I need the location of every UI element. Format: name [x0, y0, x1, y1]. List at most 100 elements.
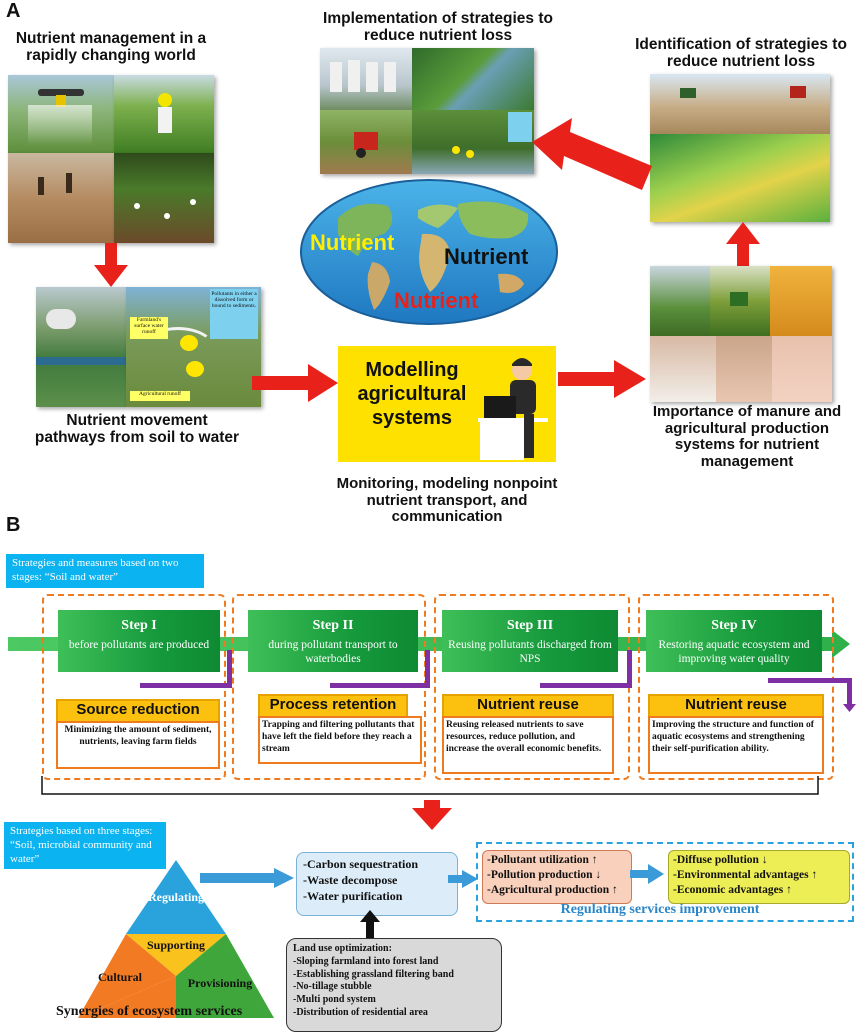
step-2-header: Step II during pollutant transport to wa…: [248, 610, 418, 672]
right-arrow-to-manure: [558, 360, 646, 398]
bracket: [41, 776, 819, 795]
drone-sprayer-photo: [8, 75, 114, 153]
river-photo: [412, 48, 534, 110]
nutrient-reuse-title-3: Nutrient reuse: [442, 694, 614, 718]
step-3-subtitle: Reusing pollutants discharged from NPS: [448, 639, 612, 666]
connector-3-v: [627, 650, 632, 688]
nutrient-reuse-title-4: Nutrient reuse: [648, 694, 824, 718]
pollutant-note: Pollutants in either a dissolved form or…: [210, 289, 258, 339]
pink-box: -Pollutant utilization ↑ -Pollution prod…: [482, 850, 632, 904]
nutrient-reuse-desc-4: Improving the structure and function of …: [648, 716, 824, 774]
service-waste: -Waste decompose: [303, 873, 398, 888]
process-retention-title: Process retention: [258, 694, 408, 718]
globe-word-black: Nutrient: [444, 244, 529, 269]
step-2-title: Step II: [312, 618, 354, 633]
nutrient-management-label: Nutrient management in a rapidly changin…: [15, 30, 207, 65]
connector-1-v: [227, 650, 232, 688]
identification-collage: [650, 74, 830, 222]
pink-item-3: -Agricultural production ↑: [487, 883, 618, 896]
yellow-arrow-3: ↑: [786, 883, 792, 896]
buffer-strip-photo: [412, 110, 534, 174]
poultry-photo: [650, 336, 716, 402]
crop-rows-photo: [114, 153, 214, 243]
step-1-subtitle: before pollutants are produced: [68, 639, 210, 651]
blue-arrow-3: [630, 864, 664, 884]
step-2-subtitle: during pollutant transport to waterbodie…: [268, 639, 398, 666]
farmer-photo: [114, 75, 214, 153]
nutrient-reuse-desc-3: Reusing released nutrients to save resou…: [442, 716, 614, 774]
land-use-item-3: -No-tillage stubble: [293, 981, 372, 993]
panel-a-letter: A: [6, 0, 21, 22]
cattle-photo: [716, 336, 772, 402]
yellow-item-3: -Economic advantages ↑: [673, 883, 792, 896]
agricultural-runoff-note: Agricultural runoff: [130, 391, 190, 401]
service-carbon: -Carbon sequestration: [303, 857, 419, 871]
pink-item-2: -Pollution production ↓: [487, 868, 602, 881]
laptop-person-icon: [478, 358, 548, 460]
yellow-item-2: -Environmental advantages ↑: [673, 868, 818, 881]
globe-word-yellow: Nutrient: [310, 230, 395, 255]
yellow-box: -Diffuse pollution ↓ -Environmental adva…: [668, 850, 850, 904]
combine-harvester-photo: [650, 74, 830, 134]
modelling-box: Modelling agricultural systems: [338, 346, 556, 462]
pink-arrow-3: ↑: [612, 883, 618, 896]
source-reduction-title: Source reduction: [56, 699, 220, 723]
blue-arrow-2: [448, 870, 478, 888]
grain-truck-photo: [770, 266, 832, 336]
connector-4-tip: [843, 704, 856, 712]
globe-word-red: Nutrient: [394, 288, 479, 313]
land-use-title: Land use optimization:: [293, 943, 392, 954]
silage-harvest-photo: [650, 266, 710, 336]
rice-terrace-photo: [650, 134, 830, 222]
land-use-item-2: -Establishing grassland filtering band: [293, 968, 454, 980]
regulating-label: Regulating: [147, 890, 204, 904]
step-1-title: Step I: [121, 618, 157, 633]
implementation-collage: [320, 48, 534, 174]
provisioning-label: Provisioning: [187, 976, 253, 990]
services-box: -Carbon sequestration -Waste decompose -…: [296, 852, 458, 916]
source-reduction-desc: Minimizing the amount of sediment, nutri…: [56, 721, 220, 769]
down-arrow-2: [412, 800, 452, 830]
field-workers-photo: [8, 153, 114, 243]
service-water: -Water purification: [303, 889, 403, 904]
ecosystem-triangle: [78, 860, 274, 1018]
supporting-label: Supporting: [146, 938, 206, 952]
yellow-item-1: -Diffuse pollution ↓: [673, 854, 768, 866]
three-stage-tag: Strategies based on three stages: “Soil,…: [4, 822, 166, 870]
two-stage-tag: Strategies and measures based on two sta…: [6, 554, 204, 588]
runoff-field-photo: [36, 287, 126, 407]
land-use-item-5: -Distribution of residential area: [293, 1006, 428, 1018]
regulating-caption: Regulating services improvement: [560, 902, 760, 917]
tractor-field-photo: [710, 266, 770, 336]
identification-label: Identification of strategies to reduce n…: [635, 36, 847, 71]
step-3-title: Step III: [506, 618, 554, 633]
surface-runoff-note: Farmland's surface water runoff: [130, 317, 168, 339]
connector-4: [768, 678, 852, 683]
connector-4-v: [847, 678, 852, 706]
step-4-subtitle: Restoring aquatic ecosystem and improvin…: [658, 639, 810, 666]
step-1-header: Step I before pollutants are produced: [58, 610, 220, 672]
panel-b-letter: B: [6, 514, 21, 536]
yellow-arrow-2: ↑: [811, 868, 818, 881]
land-use-item-4: -Multi pond system: [293, 994, 376, 1006]
runoff-inset-photo: Pollutants in either a dissolved form or…: [126, 287, 261, 407]
tractor-photo: [320, 110, 412, 174]
step-4-title: Step IV: [711, 618, 757, 633]
black-up-arrow: [360, 910, 380, 940]
land-use-item-1: -Sloping farmland into forest land: [293, 955, 439, 967]
step-4-header: Step IV Restoring aquatic ecosystem and …: [646, 610, 822, 672]
cultural-label: Cultural: [97, 970, 142, 984]
livestock-collage: [650, 266, 832, 402]
connector-2: [330, 683, 430, 688]
land-use-box: Land use optimization: -Sloping farmland…: [286, 938, 502, 1032]
right-arrow-to-model: [252, 364, 338, 402]
diagonal-arrow: [532, 118, 652, 190]
modelling-title: Modelling agricultural systems: [357, 359, 467, 429]
pink-arrow-2: ↓: [595, 868, 602, 881]
globe-map-icon: [300, 179, 558, 325]
connector-1: [140, 683, 232, 688]
process-retention-desc: Trapping and filtering pollutants that h…: [258, 716, 422, 764]
connector-3: [540, 683, 632, 688]
pathways-caption: Nutrient movement pathways from soil to …: [34, 412, 240, 447]
pink-arrow-1: ↑: [591, 854, 598, 866]
